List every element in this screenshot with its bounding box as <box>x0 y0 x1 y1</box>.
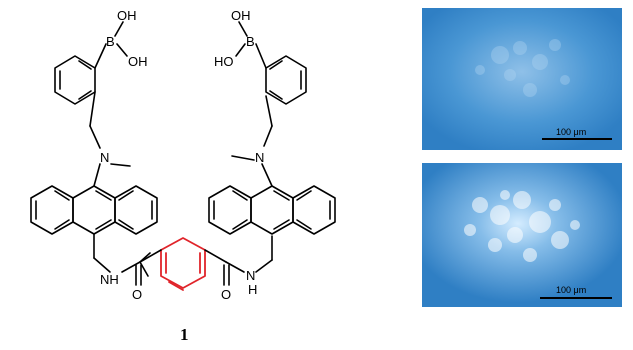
amide-n-label-right: N <box>246 268 255 283</box>
right-anthracene-left-ring <box>208 185 252 235</box>
hydroxyl-label-left-top: OH <box>117 8 137 23</box>
hydroxyl-label-left-side: OH <box>128 54 148 69</box>
linker-ring <box>160 237 206 289</box>
scale-label-top: 100 μm <box>556 127 586 137</box>
compound-number: 1 <box>180 325 189 344</box>
right-phenyl-ring <box>265 55 307 105</box>
hydroxyl-label-right-top: OH <box>231 8 251 23</box>
right-anthracene-middle-ring <box>250 185 294 235</box>
micrograph-top: 100 μm <box>422 8 622 150</box>
boron-label-right: B <box>246 34 255 49</box>
hydroxyl-label-right-side: HO <box>214 54 234 69</box>
micrograph-bottom: 100 μm <box>422 163 622 307</box>
carbonyl-oxygen-label-right: O <box>221 287 231 302</box>
left-boronic-anthracene-unit <box>30 21 158 286</box>
amide-nh-label-left: NH <box>100 272 119 287</box>
boron-label-left: B <box>106 34 115 49</box>
nitrogen-label-right: N <box>255 150 264 165</box>
amide-h-label-right: H <box>248 282 257 297</box>
carbonyl-oxygen-label-left: O <box>132 287 142 302</box>
scale-label-bottom: 100 μm <box>556 285 586 295</box>
right-anthracene-right-ring <box>292 185 336 235</box>
right-boronic-anthracene-unit <box>208 21 336 286</box>
left-anthracene-middle-ring <box>72 185 116 235</box>
red-benzene-linker <box>160 237 206 291</box>
left-anthracene-left-ring <box>30 185 74 235</box>
left-phenyl-ring <box>54 55 96 105</box>
nitrogen-label-left: N <box>100 150 109 165</box>
left-anthracene-right-ring <box>114 185 158 235</box>
